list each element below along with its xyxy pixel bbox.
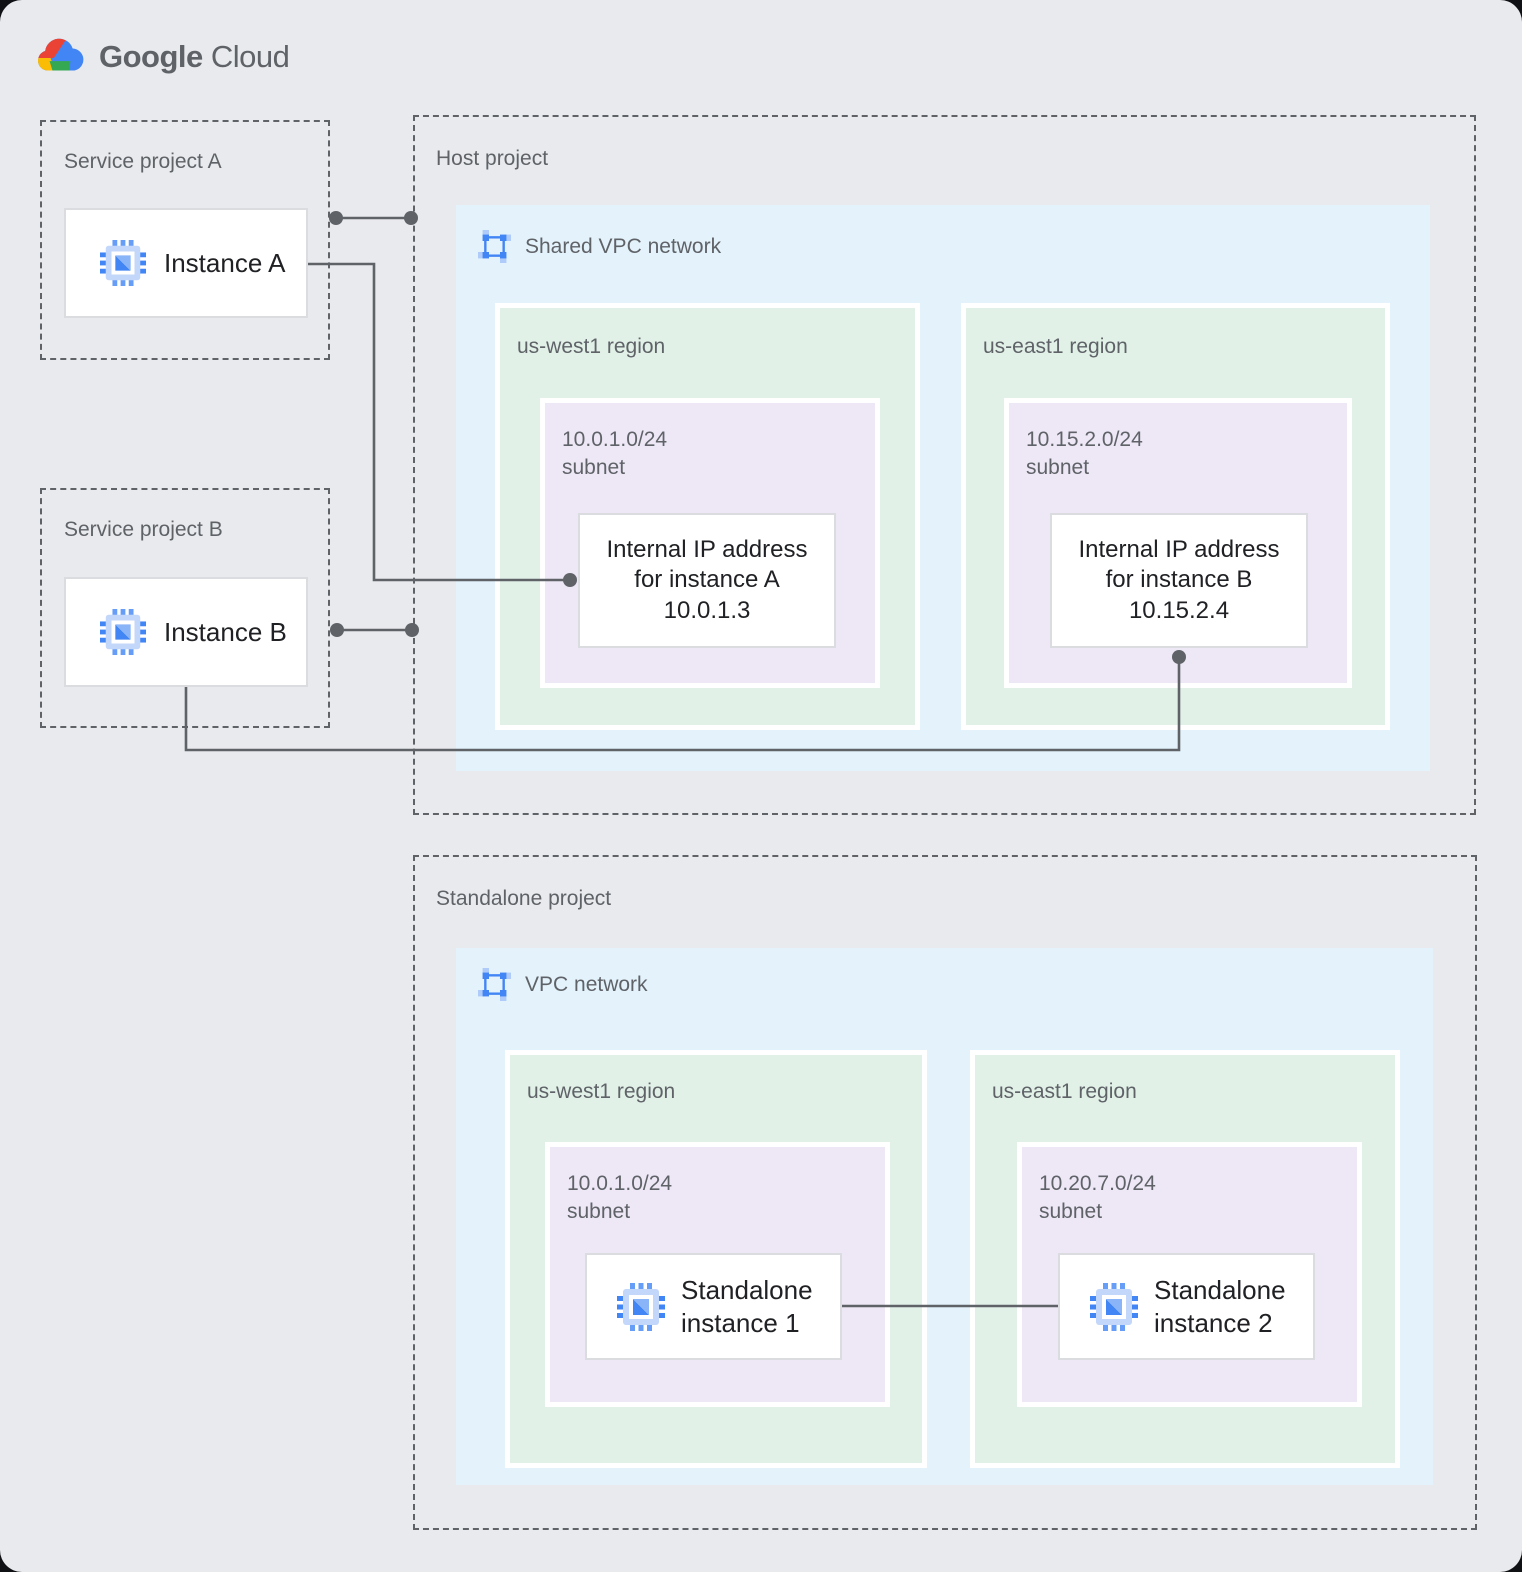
standalone-instance-2-card: Standalone instance 2 <box>1058 1253 1315 1360</box>
instance-b-label: Instance B <box>164 616 287 647</box>
compute-instance-icon <box>100 240 146 286</box>
host-project-label: Host project <box>436 147 549 170</box>
standalone-instance-1-label: Standalone instance 1 <box>681 1274 813 1339</box>
shared-vpc-network-header: Shared VPC network <box>478 230 721 263</box>
standalone-instance-1-card: Standalone instance 1 <box>585 1253 842 1360</box>
connector-dot <box>330 623 344 637</box>
instance-label-line2: instance 2 <box>1154 1307 1273 1338</box>
logo-wordmark: Google Cloud <box>99 39 290 75</box>
compute-instance-icon <box>100 609 146 655</box>
subnet-cidr: 10.0.1.0/24 <box>567 1172 673 1195</box>
standalone-us-east1-subnet-label: 10.20.7.0/24 subnet <box>1039 1170 1156 1225</box>
ip-b-line2: for instance B <box>1105 566 1253 594</box>
subnet-word: subnet <box>1026 455 1090 479</box>
shared-vpc-network-label: Shared VPC network <box>525 234 722 258</box>
subnet-cidr: 10.15.2.0/24 <box>1026 428 1143 451</box>
standalone-project-label: Standalone project <box>436 887 612 910</box>
ip-a-line2: for instance A <box>634 566 780 594</box>
service-project-b-label: Service project B <box>64 518 223 541</box>
vpc-network-label: VPC network <box>525 972 648 996</box>
instance-label-line1: Standalone <box>681 1275 813 1305</box>
ip-b-address: 10.15.2.4 <box>1128 596 1230 624</box>
subnet-word: subnet <box>562 455 626 479</box>
instance-b-card: Instance B <box>64 577 308 687</box>
vpc-network-icon <box>478 968 511 1001</box>
compute-instance-icon <box>1090 1283 1138 1331</box>
logo-word-google: Google <box>99 39 203 74</box>
connector-dot <box>329 211 343 225</box>
service-project-a-label: Service project A <box>64 150 222 173</box>
subnet-cidr: 10.20.7.0/24 <box>1039 1172 1156 1195</box>
instance-a-label: Instance A <box>164 247 286 278</box>
ip-b-line1: Internal IP address <box>1078 535 1280 563</box>
compute-instance-icon <box>617 1283 665 1331</box>
vpc-network-icon <box>478 230 511 263</box>
host-us-east1-region-label: us-east1 region <box>983 335 1128 358</box>
standalone-us-east1-region-label: us-east1 region <box>992 1080 1137 1103</box>
google-cloud-logo: Google Cloud <box>36 36 290 78</box>
google-cloud-icon <box>38 38 84 71</box>
logo-word-cloud: Cloud <box>210 39 290 74</box>
subnet-word: subnet <box>567 1199 631 1223</box>
vpc-network-header: VPC network <box>478 968 648 1001</box>
instance-label-line1: Standalone <box>1154 1275 1286 1305</box>
host-us-west1-region-label: us-west1 region <box>517 335 666 358</box>
subnet-word: subnet <box>1039 1199 1103 1223</box>
internal-ip-instance-a-card: Internal IP address for instance A 10.0.… <box>578 513 836 648</box>
instance-a-card: Instance A <box>64 208 308 318</box>
service-project-a-box <box>40 120 330 360</box>
internal-ip-instance-b-card: Internal IP address for instance B 10.15… <box>1050 513 1308 648</box>
standalone-us-west1-subnet-label: 10.0.1.0/24 subnet <box>567 1170 672 1225</box>
standalone-project-box <box>413 855 1477 1530</box>
ip-a-address: 10.0.1.3 <box>663 596 751 624</box>
ip-a-line1: Internal IP address <box>606 535 808 563</box>
standalone-us-west1-region-label: us-west1 region <box>527 1080 676 1103</box>
subnet-cidr: 10.0.1.0/24 <box>562 428 668 451</box>
instance-label-line2: instance 1 <box>681 1307 800 1338</box>
host-us-east1-subnet-label: 10.15.2.0/24 subnet <box>1026 426 1143 481</box>
standalone-instance-2-label: Standalone instance 2 <box>1154 1274 1286 1339</box>
host-us-west1-subnet-label: 10.0.1.0/24 subnet <box>562 426 667 481</box>
